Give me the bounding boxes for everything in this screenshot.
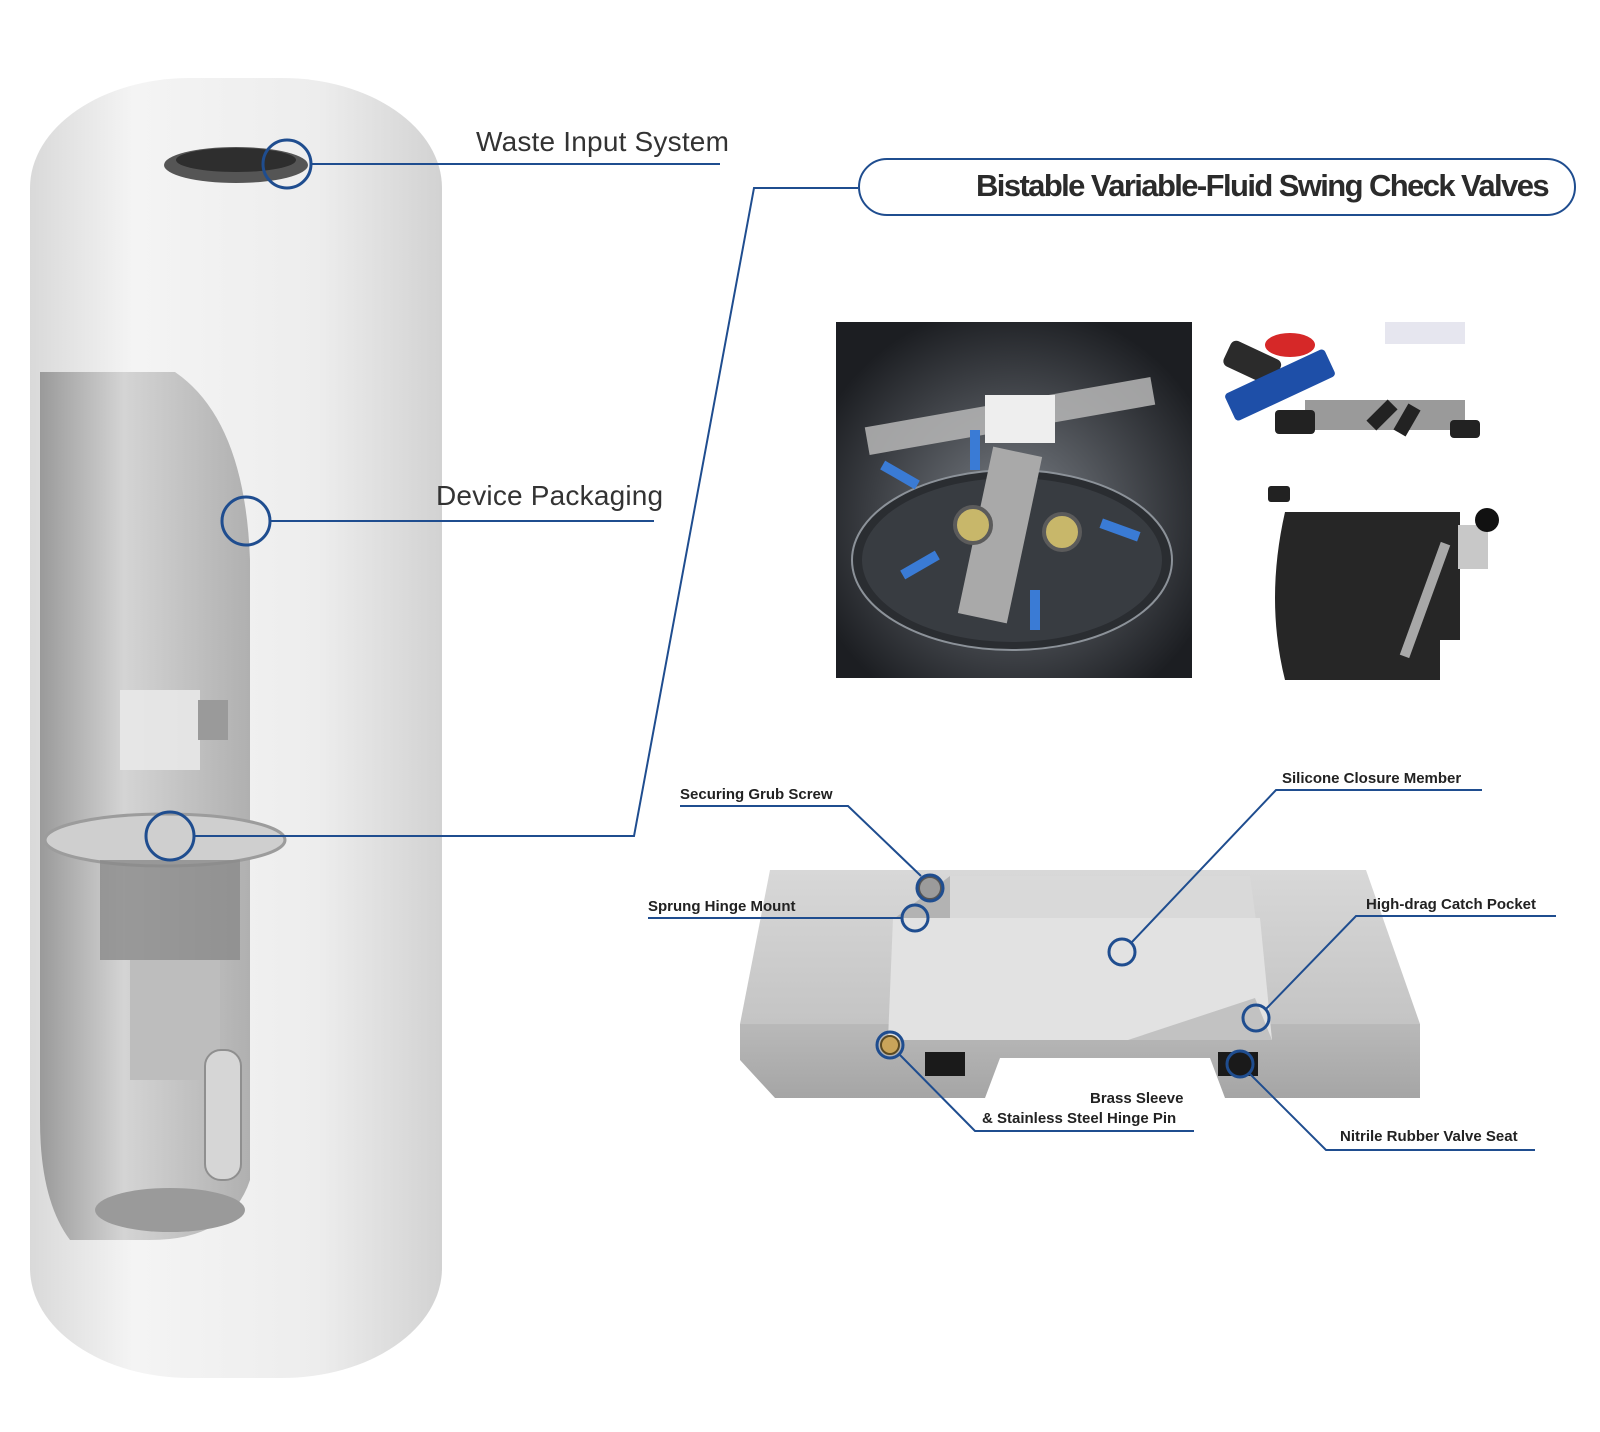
brass-sleeve [880, 1035, 900, 1055]
nitrile-seat-left [925, 1052, 965, 1076]
title-pill: Bistable Variable-Fluid Swing Check Valv… [858, 158, 1576, 216]
valve-cross-section [740, 870, 1420, 1098]
sprung-hinge-mount-label: Sprung Hinge Mount [648, 898, 796, 915]
device-packaging-label: Device Packaging [436, 480, 664, 511]
callout-valves [144, 187, 858, 862]
waste-input-label: Waste Input System [476, 126, 730, 157]
high-drag-catch-pocket-label: High-drag Catch Pocket [1366, 896, 1537, 913]
grub-screw [918, 876, 942, 900]
securing-grub-screw-label: Securing Grub Screw [680, 786, 833, 803]
brass-sleeve-label-line1: Brass Sleeve [1090, 1090, 1184, 1107]
callout-device-packaging [220, 495, 654, 547]
valve-assembly-photo [836, 322, 1192, 678]
callout-waste-input [261, 138, 720, 190]
silicone-closure-member-label: Silicone Closure Member [1282, 770, 1462, 787]
brass-sleeve-label-line2: & Stainless Steel Hinge Pin [982, 1110, 1177, 1127]
valve-callouts [648, 789, 1556, 1151]
diagram-title: Bistable Variable-Fluid Swing Check Valv… [976, 168, 1550, 203]
device-cylinder [30, 78, 442, 1378]
valve-components-photo [1218, 322, 1574, 680]
closure-member-sample [1275, 512, 1460, 680]
nitrile-valve-seat-label: Nitrile Rubber Valve Seat [1340, 1128, 1518, 1145]
